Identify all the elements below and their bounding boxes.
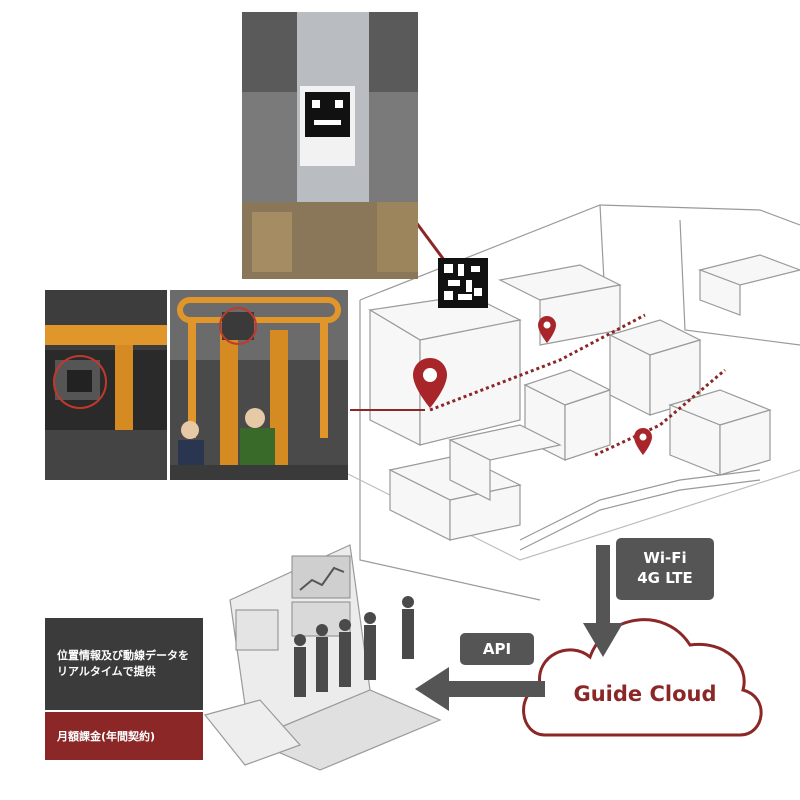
wifi-label: Wi-Fi <box>643 549 687 567</box>
forklift-camera-photo-right-art <box>170 290 348 480</box>
billing-panel-text: 月額課金(年間契約) <box>57 730 156 743</box>
api-tag: API <box>460 633 534 665</box>
map-pin-icon <box>538 316 556 343</box>
billing-panel: 月額課金(年間契約) <box>45 712 203 760</box>
cloud-label: Guide Cloud <box>573 682 717 706</box>
qr-marker-icon <box>438 258 488 308</box>
arrow-left-icon <box>415 667 545 711</box>
map-pin-icon <box>634 428 652 455</box>
info-panel-text: 位置情報及び動線データを リアルタイムで提供 <box>57 648 197 680</box>
forklift-camera-photo-left-art <box>45 290 167 480</box>
marker-pillar-photo-art <box>242 12 418 279</box>
info-text-line1: 位置情報及び動線データを <box>57 649 189 662</box>
map-pin-icon <box>413 358 447 408</box>
forklift-camera-photo-right <box>170 290 348 480</box>
forklift-camera-photo-left <box>45 290 167 480</box>
cloud-shape <box>522 618 763 737</box>
qr-marker-icon <box>305 92 350 137</box>
info-text-line2: リアルタイムで提供 <box>57 665 156 678</box>
lte-label: 4G LTE <box>637 569 693 587</box>
marker-pillar-photo <box>242 12 418 279</box>
wireless-tag: Wi-Fi 4G LTE <box>616 538 714 600</box>
info-panel: 位置情報及び動線データを リアルタイムで提供 <box>45 618 203 710</box>
arrow-down-icon <box>583 545 623 657</box>
